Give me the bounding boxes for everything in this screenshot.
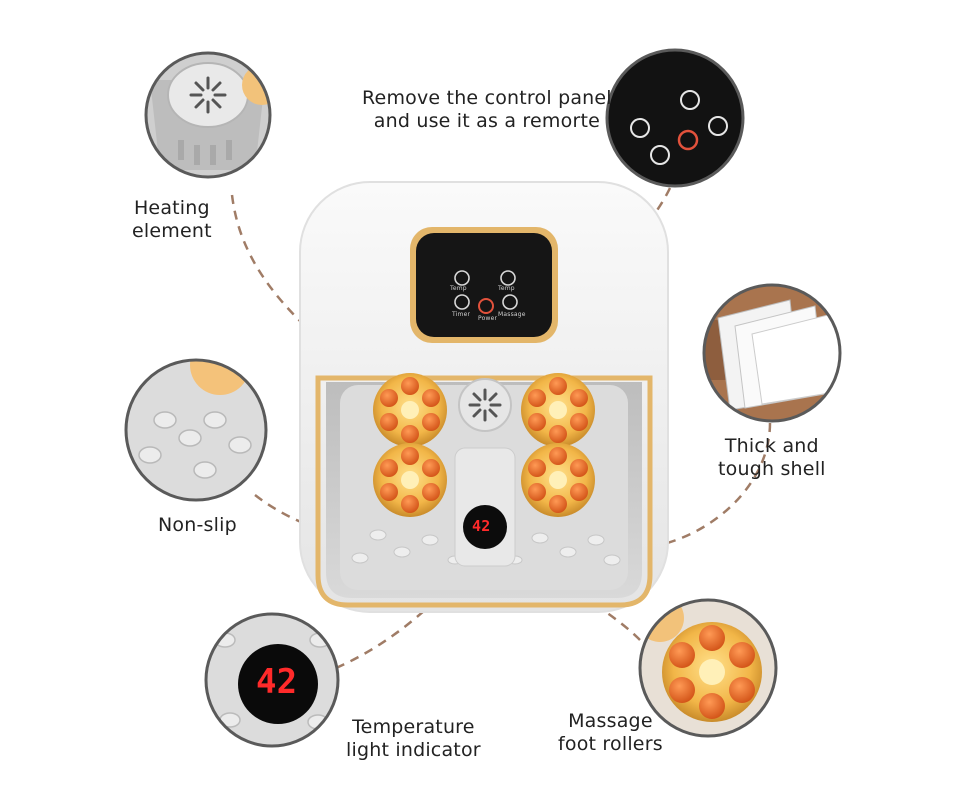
power-icon	[478, 298, 494, 314]
temp-down-detail-icon	[630, 118, 650, 138]
panel-temp-up-label: Temp	[450, 285, 467, 292]
roller-bottom-left	[373, 443, 447, 517]
shell-callout-line	[659, 422, 772, 547]
foot-spa-body	[299, 181, 669, 613]
temp-up-icon	[454, 270, 470, 286]
temp-down-icon	[500, 270, 516, 286]
panel-temp-down-label: Temp	[498, 285, 515, 292]
shell-detail-circle	[702, 283, 842, 423]
panel-massage-label: Massage	[498, 311, 526, 318]
temperature-detail-circle	[204, 612, 340, 748]
timer-icon	[454, 294, 470, 310]
massage-rollers-label: Massage foot rollers	[558, 710, 663, 755]
heating-detail-circle	[144, 51, 272, 179]
power-detail-icon	[677, 129, 699, 151]
control-panel-label: Remove the control panel and use it as a…	[362, 87, 612, 132]
temperature-indicator-label: Temperature light indicator	[346, 716, 481, 761]
temperature-callout-line	[335, 559, 472, 670]
non-slip-label: Non-slip	[158, 514, 237, 536]
heating-element-label: Heating element	[132, 197, 212, 242]
non-slip-detail-circle	[124, 358, 268, 502]
massage-icon	[502, 294, 518, 310]
panel-power-label: Power	[478, 315, 498, 322]
roller-bottom-right	[521, 443, 595, 517]
control-panel-detail-circle	[605, 48, 745, 188]
rollers-detail-circle	[638, 598, 778, 738]
basin-temperature-readout: 42	[472, 517, 491, 535]
roller-top-right	[521, 373, 595, 447]
roller-top-left	[373, 373, 447, 447]
heating-vent	[458, 378, 512, 432]
detail-temperature-readout: 42	[256, 662, 298, 702]
massage-detail-icon	[708, 116, 728, 136]
timer-detail-icon	[650, 145, 670, 165]
shell-label: Thick and tough shell	[718, 435, 826, 480]
control-panel	[416, 233, 552, 337]
panel-timer-label: Timer	[452, 311, 471, 318]
temp-up-detail-icon	[680, 90, 700, 110]
temperature-display-dial	[463, 505, 507, 549]
